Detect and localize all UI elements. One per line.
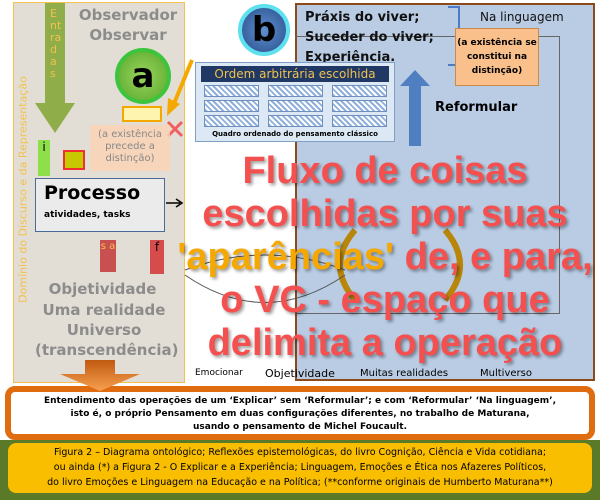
caption-line: ou ainda (*) a Figura 2 - O Explicar e a… — [53, 462, 547, 473]
caption-line: do livro Emoções e Linguagem na Educação… — [47, 477, 553, 488]
objectivity-right: Objetividade — [265, 367, 335, 380]
explanation-line: Entendimento das operações de um ‘Explic… — [44, 396, 556, 406]
pattern-tile — [204, 100, 259, 112]
overlay-line: o VC - espaço que — [220, 279, 550, 321]
flow-overlay-text: Fluxo de coisas escolhidas por suas 'apa… — [175, 150, 595, 365]
callout-box — [122, 106, 162, 122]
process-subtitle: atividades, tasks — [44, 210, 131, 220]
emocionar-label: Emocionar — [195, 368, 243, 378]
inner-frame — [295, 36, 560, 314]
existence-constituted-note: (a existência se constitui na distinção) — [455, 28, 539, 86]
tag-f: f — [150, 240, 164, 274]
cube-icon — [63, 150, 85, 170]
na-linguagem-label: Na linguagem — [480, 10, 564, 24]
output-arrow-icon — [60, 360, 140, 391]
existence-precedes-note: (a existência precede a distinção) — [90, 125, 170, 171]
explanation-line: isto é, o próprio Pensamento em duas con… — [70, 409, 530, 419]
arbitrary-order-box: Ordem arbitrária escolhida Quadro ordena… — [195, 62, 395, 142]
pointer-arrow-icon — [167, 59, 194, 116]
multi-line: Muitas realidades — [360, 368, 449, 379]
parenthesis-arcs-icon — [337, 228, 463, 302]
pattern-tile — [204, 115, 259, 127]
entries-label: Entradas — [50, 7, 62, 80]
process-title: Processo — [44, 182, 141, 204]
domain-vertical-label: Domínio do Discurso e da Representação — [16, 76, 30, 303]
process-box: Processo atividades, tasks — [35, 178, 165, 232]
pattern-tile — [268, 100, 323, 112]
pattern-tile — [332, 85, 387, 97]
ordem-caption: Quadro ordenado do pensamento clássico — [212, 130, 378, 138]
universe-text: Uma realidade Universo (transcendência) — [35, 300, 179, 360]
overlay-line: escolhidas por suas — [202, 193, 568, 235]
overlay-line: 'aparências' de, e para, — [177, 236, 593, 278]
tag-s: s a — [100, 240, 116, 272]
figure-caption: Figura 2 – Diagrama ontológico; Reflexõe… — [8, 443, 592, 493]
universe-line: Uma realidade — [42, 301, 166, 319]
overlay-line: Fluxo de coisas — [242, 150, 528, 192]
observer-text: Observador Observar — [78, 6, 178, 44]
praxis-line: Experiência. — [305, 50, 396, 65]
multi-line: Multiverso — [480, 368, 532, 379]
explanation-line: usando o pensamento de Michel Foucault. — [193, 422, 407, 432]
overlay-highlight: 'aparências' — [177, 236, 395, 278]
reformular-label: Reformular — [435, 100, 518, 115]
tag-i: i — [38, 140, 50, 176]
pattern-tile — [332, 100, 387, 112]
up-arrow-icon — [400, 70, 430, 146]
overlay-line: delimita a operação — [207, 322, 563, 364]
explanation-box: Entendimento das operações de um ‘Explic… — [5, 386, 595, 440]
praxis-text: Práxis do viver; Suceder do viver; Exper… — [305, 8, 434, 68]
universe-line: Universo — [66, 321, 142, 339]
pattern-tile — [268, 115, 323, 127]
ordem-title: Ordem arbitrária escolhida — [201, 66, 389, 82]
entries-arrow-icon — [35, 3, 75, 133]
emotion-arcs-icon — [184, 254, 346, 303]
arrow-right-icon — [166, 198, 184, 208]
pattern-tile — [332, 115, 387, 127]
pattern-tile — [204, 85, 259, 97]
objectivity-text: Objetividade — [48, 280, 157, 298]
pattern-tile — [268, 85, 323, 97]
praxis-line: Práxis do viver; — [305, 10, 420, 25]
marker-b: b — [238, 4, 290, 56]
caption-line: Figura 2 – Diagrama ontológico; Reflexõe… — [53, 447, 547, 458]
marker-a: a — [115, 48, 171, 104]
universe-line: (transcendência) — [35, 341, 179, 359]
praxis-line: Suceder do viver; — [305, 30, 434, 45]
